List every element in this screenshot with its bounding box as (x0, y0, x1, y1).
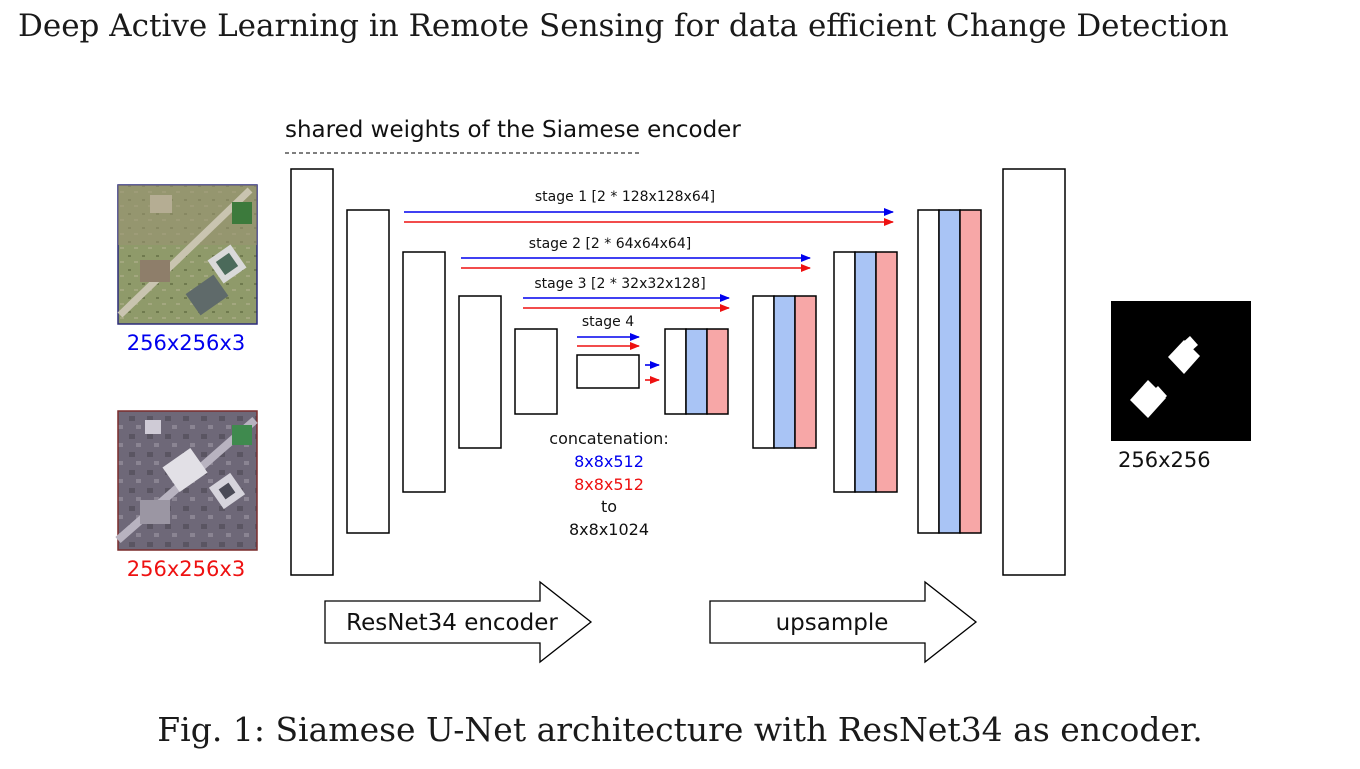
output-change-mask (1111, 301, 1251, 441)
encoder-block-4 (458, 295, 502, 449)
decoder-block-3 (752, 295, 817, 449)
figure-caption: Fig. 1: Siamese U-Net architecture with … (157, 710, 1203, 749)
shared-weights-label: shared weights of the Siamese encoder (285, 117, 741, 143)
page-header: Deep Active Learning in Remote Sensing f… (18, 8, 1229, 44)
decoder-arrow (709, 580, 978, 664)
encoder-block-1 (290, 168, 334, 576)
concatenation-note: concatenation: 8x8x512 8x8x512 to 8x8x10… (549, 429, 668, 539)
encoder-block-2 (346, 209, 390, 534)
bottleneck-block (576, 354, 640, 389)
concat-to: to (601, 497, 617, 516)
decoder-final-block (1002, 168, 1066, 576)
stage-3-label: stage 3 [2 * 32x32x128] (534, 276, 705, 292)
decoder-block-2 (833, 251, 898, 493)
skip-connections (404, 208, 894, 384)
siamese-unet-diagram: shared weights of the Siamese encoder 25… (115, 117, 1251, 664)
input-image-2 (115, 410, 258, 551)
input-image-1 (117, 184, 258, 325)
input-2-dims: 256x256x3 (127, 557, 245, 581)
encoder-arrow (324, 580, 593, 664)
encoder-block-5 (514, 328, 558, 415)
stage-1-label: stage 1 [2 * 128x128x64] (535, 189, 715, 205)
decoder-block-1 (917, 209, 982, 534)
decoder-label: upsample (776, 610, 889, 636)
decoder-block-4 (664, 328, 729, 415)
output-dims: 256x256 (1118, 448, 1211, 472)
concat-blue: 8x8x512 (574, 452, 644, 471)
encoder-label: ResNet34 encoder (346, 610, 558, 636)
encoder-block-3 (402, 251, 446, 493)
encoder-blocks (290, 168, 558, 576)
input-1-dims: 256x256x3 (127, 331, 245, 355)
concat-red: 8x8x512 (574, 475, 644, 494)
stage-2-label: stage 2 [2 * 64x64x64] (529, 236, 691, 252)
concat-result: 8x8x1024 (569, 520, 649, 539)
stage-4-label: stage 4 (582, 314, 634, 330)
concat-title: concatenation: (549, 429, 668, 448)
